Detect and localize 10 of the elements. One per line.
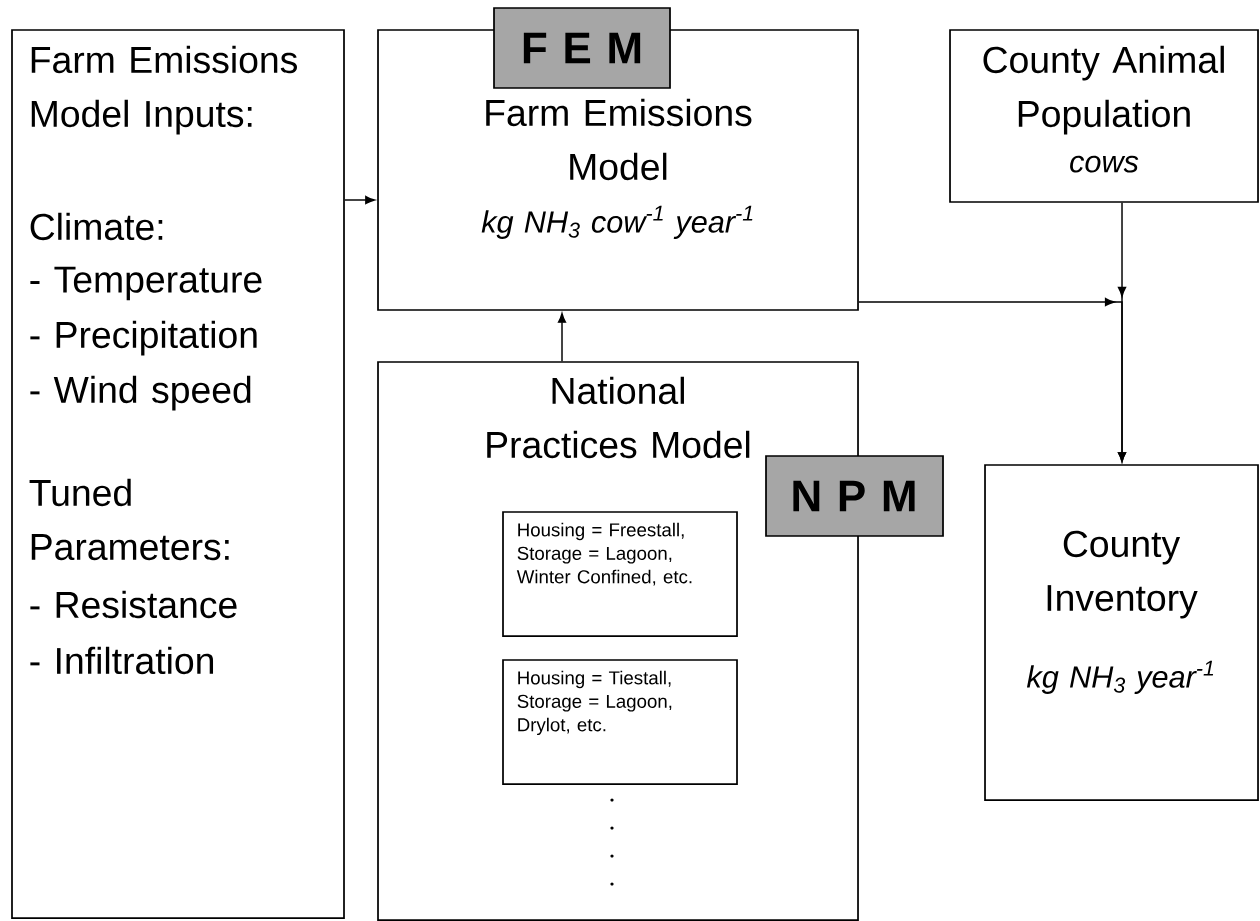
population-box: County Animal Population cows [949, 29, 1259, 203]
scenario-box: Housing = Tiestall, Storage = Lagoon, Drylot, etc. [502, 659, 738, 785]
arrow [344, 195, 375, 205]
scenario-box: Housing = Freestall, Storage = Lagoon, Winter Confined, etc. [502, 511, 738, 637]
label-tag: N P M [765, 455, 944, 537]
arrow [557, 313, 567, 362]
input-box: Farm Emissions Model Inputs: Climate: - Temperature - Precipitation - Wind speed Tuned Parameters: - Resistance - Infiltration [11, 29, 345, 919]
arrow [1117, 202, 1127, 462]
inventory-box: County Inventory kg NH$_{3}$ year$^{-1}$ [984, 464, 1259, 801]
label-tag: F E M [493, 7, 671, 89]
